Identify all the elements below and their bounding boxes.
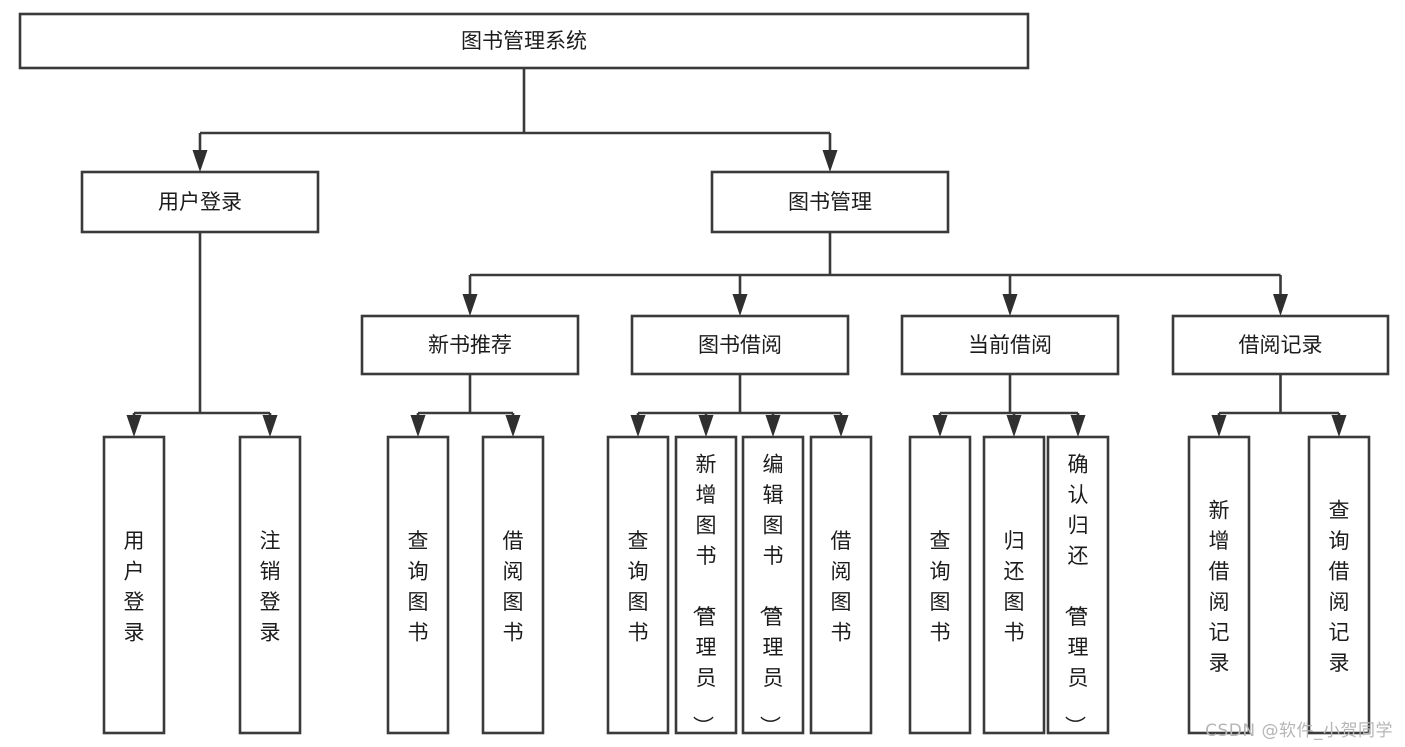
- node-box-root[interactable]: [18, 12, 1030, 70]
- node-label-login: 用户登录: [158, 190, 242, 214]
- node-leaf11[interactable]: 确认归还（管理员）: [1046, 435, 1110, 737]
- node-leaf7[interactable]: 编辑图书（管理员）: [741, 435, 805, 737]
- node-box-leaf10[interactable]: [982, 435, 1046, 735]
- node-root[interactable]: 图书管理系统: [18, 12, 1030, 70]
- node-label-current: 当前借阅: [968, 333, 1052, 357]
- node-label-leaf1: 用户登录: [124, 529, 145, 645]
- node-label-leaf11: 确认归还（管理员）: [1063, 453, 1089, 737]
- connector-lines: [126, 68, 1347, 437]
- node-leaf12[interactable]: 新增借阅记录: [1187, 435, 1251, 735]
- node-box-leaf7[interactable]: [741, 435, 805, 735]
- node-leaf4[interactable]: 借阅图书: [481, 435, 545, 735]
- node-box-leaf8[interactable]: [809, 435, 873, 735]
- node-box-leaf9[interactable]: [908, 435, 972, 735]
- node-label-leaf6: 新增图书（管理员）: [691, 453, 717, 737]
- node-leaf1[interactable]: 用户登录: [102, 435, 166, 735]
- node-leaf6[interactable]: 新增图书（管理员）: [674, 435, 738, 737]
- node-label-root: 图书管理系统: [461, 29, 587, 53]
- node-box-leaf12[interactable]: [1187, 435, 1251, 735]
- node-box-records[interactable]: [1171, 314, 1390, 376]
- node-login[interactable]: 用户登录: [80, 170, 320, 234]
- node-borrow[interactable]: 图书借阅: [630, 314, 850, 376]
- node-box-borrow[interactable]: [630, 314, 850, 376]
- node-box-leaf2[interactable]: [238, 435, 302, 735]
- node-records[interactable]: 借阅记录: [1171, 314, 1390, 376]
- node-label-leaf4: 借阅图书: [503, 529, 524, 645]
- node-box-leaf13[interactable]: [1307, 435, 1371, 735]
- node-box-newbook[interactable]: [360, 314, 580, 376]
- node-label-leaf10: 归还图书: [1004, 529, 1025, 645]
- node-label-records: 借阅记录: [1239, 333, 1323, 357]
- node-box-leaf6[interactable]: [674, 435, 738, 735]
- node-label-leaf13: 查询借阅记录: [1329, 498, 1350, 675]
- node-current[interactable]: 当前借阅: [900, 314, 1120, 376]
- node-label-borrow: 图书借阅: [698, 333, 782, 357]
- node-box-current[interactable]: [900, 314, 1120, 376]
- node-leaf9[interactable]: 查询图书: [908, 435, 972, 735]
- node-label-leaf3: 查询图书: [408, 529, 429, 645]
- node-label-leaf7: 编辑图书（管理员）: [758, 453, 784, 737]
- node-box-leaf5[interactable]: [606, 435, 670, 735]
- node-label-bookmgmt: 图书管理: [788, 190, 872, 214]
- node-box-leaf4[interactable]: [481, 435, 545, 735]
- node-newbook[interactable]: 新书推荐: [360, 314, 580, 376]
- node-leaf5[interactable]: 查询图书: [606, 435, 670, 735]
- node-label-leaf5: 查询图书: [628, 529, 649, 645]
- node-leaf3[interactable]: 查询图书: [386, 435, 450, 735]
- node-box-leaf11[interactable]: [1046, 435, 1110, 735]
- node-bookmgmt[interactable]: 图书管理: [710, 170, 950, 234]
- node-leaf10[interactable]: 归还图书: [982, 435, 1046, 735]
- node-label-leaf8: 借阅图书: [831, 529, 852, 645]
- node-label-leaf2: 注销登录: [260, 529, 281, 645]
- node-label-leaf12: 新增借阅记录: [1209, 498, 1230, 675]
- node-box-bookmgmt[interactable]: [710, 170, 950, 234]
- node-box-login[interactable]: [80, 170, 320, 234]
- node-boxes: 图书管理系统用户登录图书管理新书推荐图书借阅当前借阅借阅记录用户登录注销登录查询…: [18, 12, 1390, 737]
- csdn-watermark: CSDN @软件_小贺同学: [1205, 721, 1393, 741]
- node-box-leaf1[interactable]: [102, 435, 166, 735]
- node-leaf2[interactable]: 注销登录: [238, 435, 302, 735]
- node-label-leaf9: 查询图书: [930, 529, 951, 645]
- node-box-leaf3[interactable]: [386, 435, 450, 735]
- node-leaf8[interactable]: 借阅图书: [809, 435, 873, 735]
- node-leaf13[interactable]: 查询借阅记录: [1307, 435, 1371, 735]
- node-label-newbook: 新书推荐: [428, 333, 512, 357]
